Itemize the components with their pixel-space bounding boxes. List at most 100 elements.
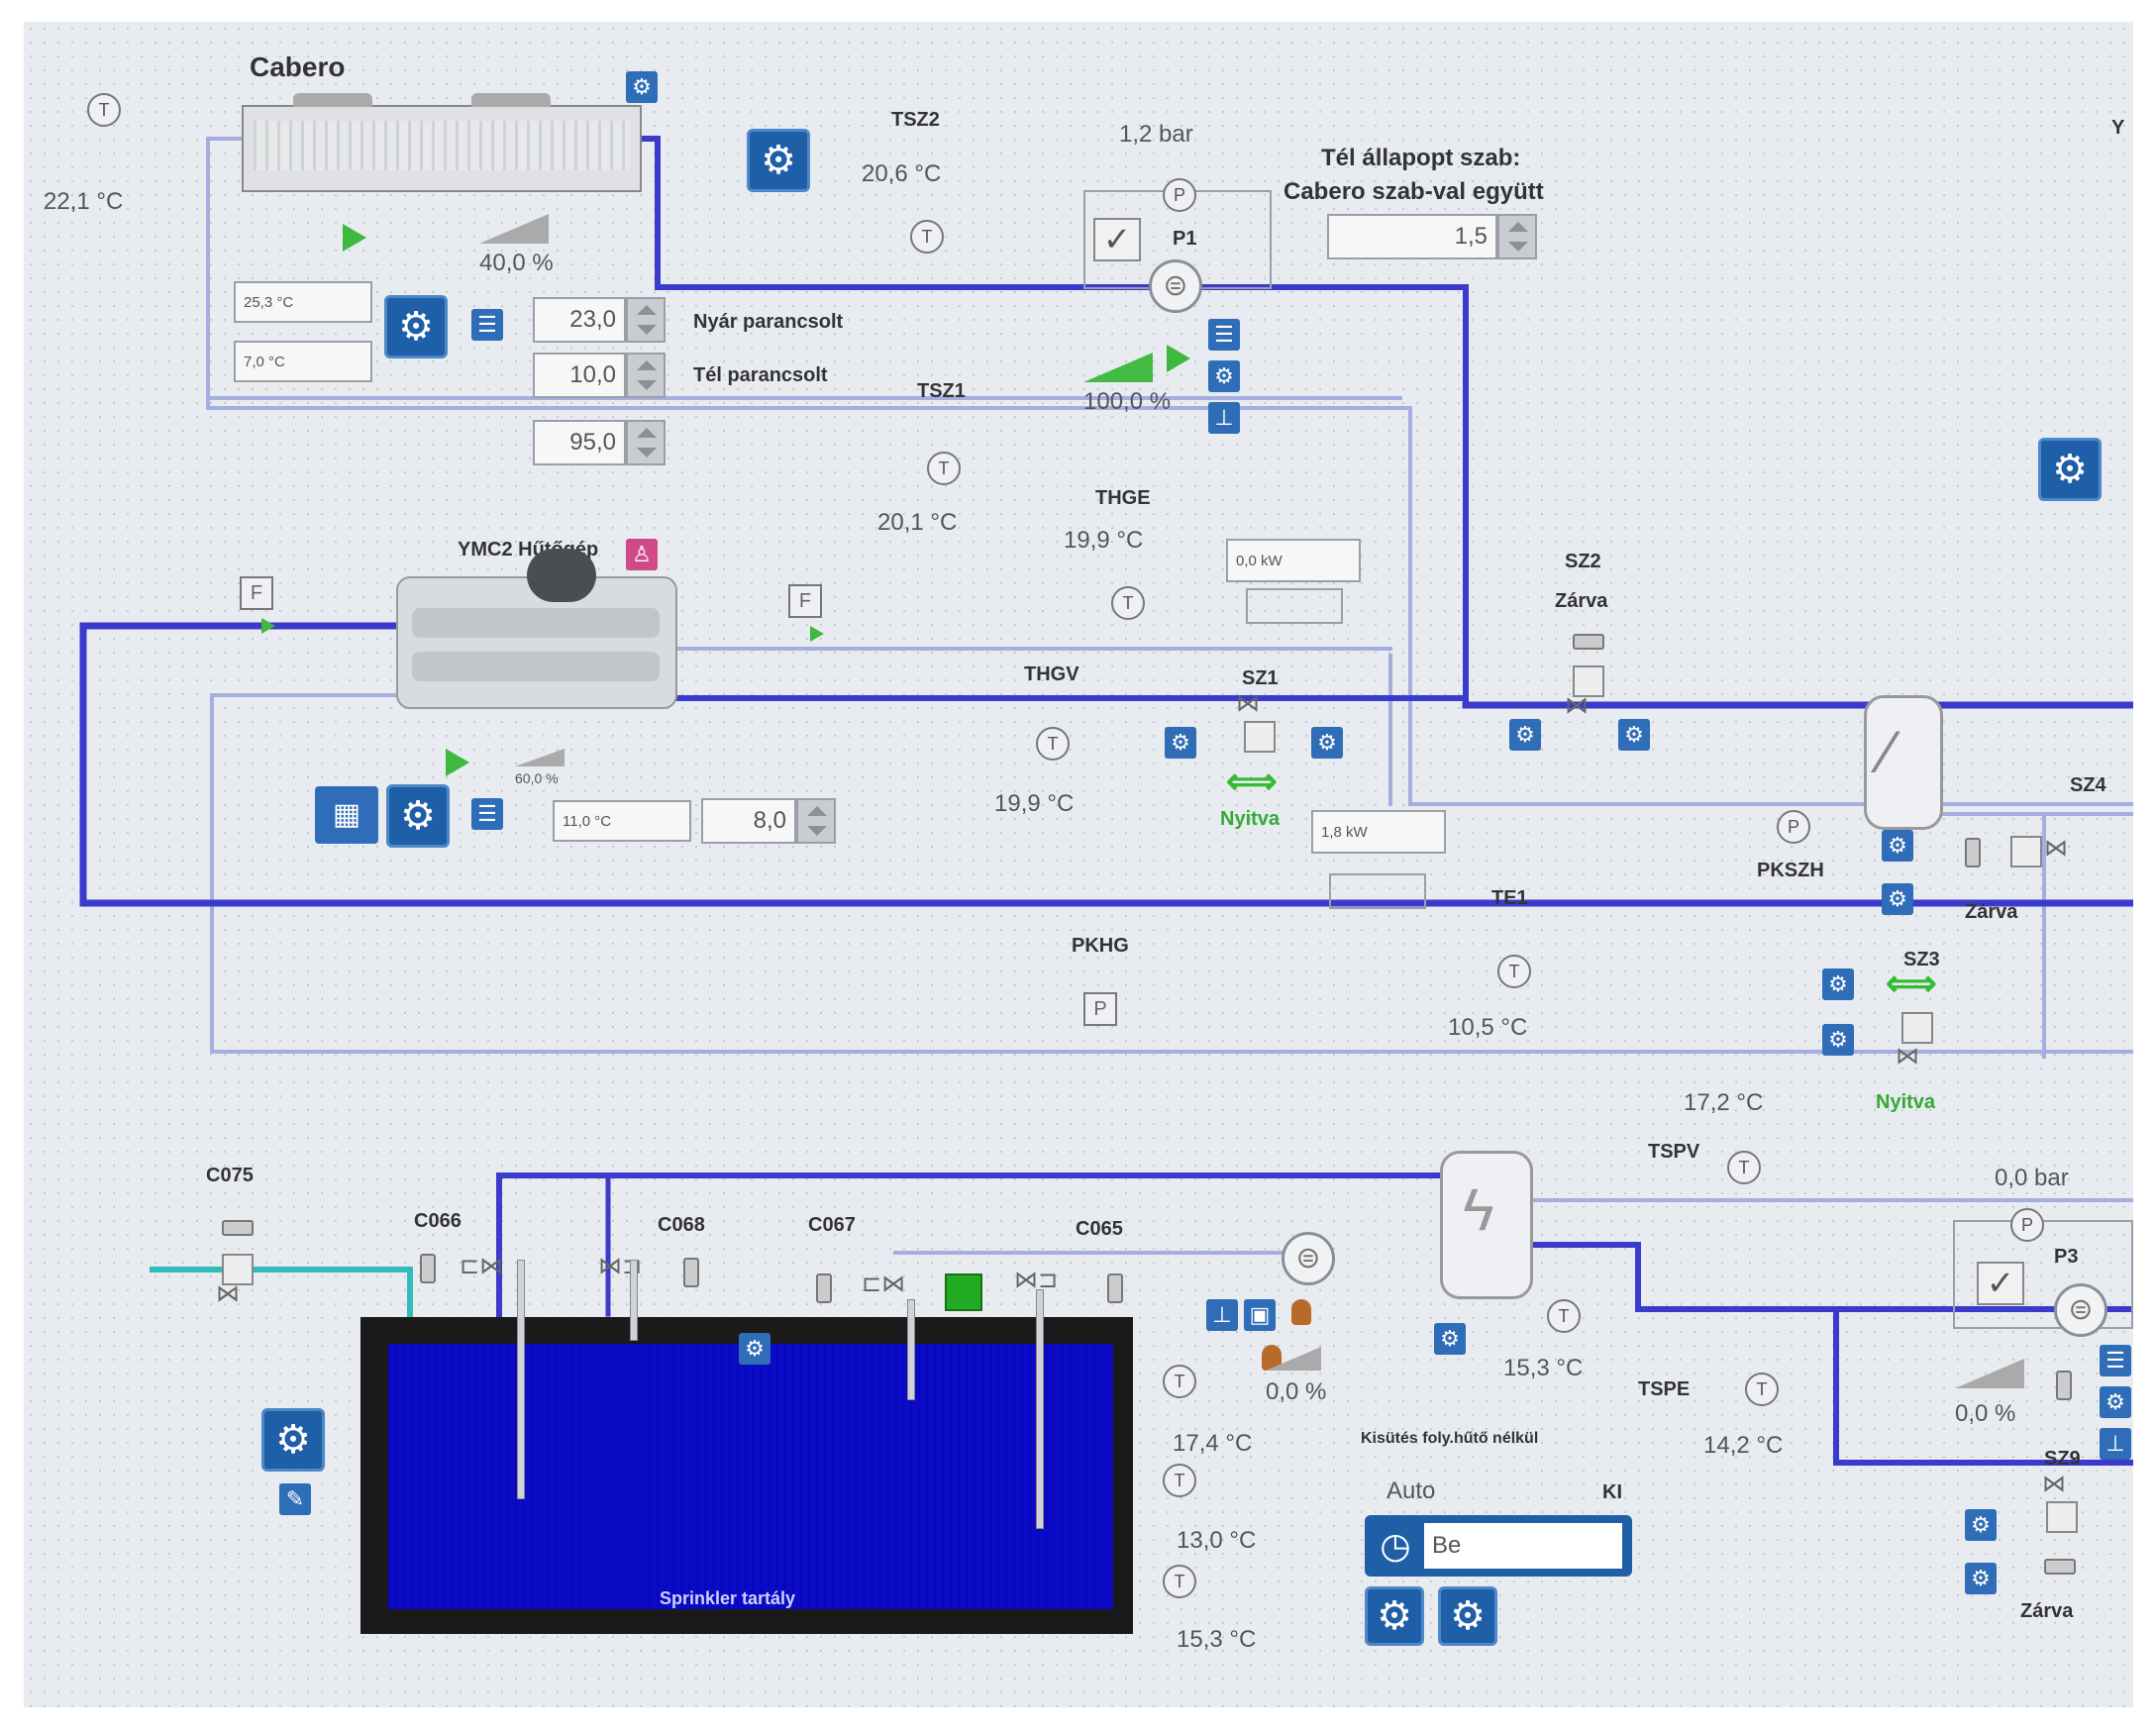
pkhg-label: PKHG xyxy=(1072,935,1129,957)
hx-link-2-icon[interactable]: ⚙ xyxy=(1882,883,1913,915)
sz9-link-2-icon[interactable]: ⚙ xyxy=(1965,1563,1997,1594)
c075-valve-icon[interactable]: ⋈ xyxy=(216,1280,240,1307)
c068-indicator xyxy=(683,1258,699,1287)
tsz2-thermometer-icon[interactable]: T xyxy=(910,220,944,254)
p3-link-icon[interactable]: ⚙ xyxy=(2100,1386,2131,1418)
flow-switch-2-icon[interactable]: F xyxy=(788,584,822,618)
chiller-settings-gear-icon[interactable]: ⚙ xyxy=(386,784,450,848)
p3-menu-icon[interactable]: ☰ xyxy=(2100,1345,2131,1376)
cabero-run-icon xyxy=(343,224,366,252)
sz2-valve-icon[interactable]: ⋈ xyxy=(1565,692,1589,719)
p1-run-icon xyxy=(1167,345,1190,372)
mode-settings-1-gear-icon[interactable]: ⚙ xyxy=(1365,1586,1424,1646)
nyar-setpoint-stepper[interactable] xyxy=(626,297,666,343)
sprinkler-pump-icon[interactable]: ⊜ xyxy=(1282,1232,1335,1285)
sprinkler-pump-alarm-icon xyxy=(1291,1299,1311,1325)
tsz1-thermometer-icon[interactable]: T xyxy=(927,452,961,485)
te1-thermometer-icon[interactable]: T xyxy=(1497,955,1531,988)
chiller-setpoint-field[interactable]: 8,0 xyxy=(701,798,796,844)
sz3-valve-icon[interactable]: ⋈ xyxy=(1896,1043,1919,1070)
p3-pump-icon[interactable]: ⊜ xyxy=(2054,1283,2107,1337)
p1-manual-icon[interactable]: ⊥ xyxy=(1208,402,1240,434)
mode-auto-label: Auto xyxy=(1386,1477,1436,1504)
p1-pump-icon[interactable]: ⊜ xyxy=(1149,259,1202,313)
tank-thermometer-3-icon[interactable]: T xyxy=(1163,1565,1196,1598)
p1-speed: 100,0 % xyxy=(1083,388,1172,415)
flow-switch-1-icon[interactable]: F xyxy=(240,576,273,610)
sz4-valve-icon[interactable]: ⋈ xyxy=(2044,835,2068,862)
thge-thermometer-icon[interactable]: T xyxy=(1111,586,1145,620)
cabero-settings-gear-icon[interactable]: ⚙ xyxy=(384,295,448,358)
hx-outlet-thermometer-icon[interactable]: T xyxy=(1547,1299,1581,1333)
sz2-state: Zárva xyxy=(1555,590,1608,612)
sz9-link-1-icon[interactable]: ⚙ xyxy=(1965,1509,1997,1541)
tspe-thermometer-icon[interactable]: T xyxy=(1745,1373,1779,1406)
chiller-alarm-icon[interactable]: ♙ xyxy=(626,539,658,570)
p1-link-icon[interactable]: ⚙ xyxy=(1208,360,1240,392)
winter-setting-stepper[interactable] xyxy=(1497,214,1537,259)
mode-settings-2-gear-icon[interactable]: ⚙ xyxy=(1438,1586,1497,1646)
cabero-link-icon[interactable]: ⚙ xyxy=(626,71,658,103)
c065-valve-icon[interactable]: ⋈⊐ xyxy=(1014,1267,1059,1293)
sz9-indicator xyxy=(2044,1559,2076,1575)
electric-heater-icon[interactable]: ϟ xyxy=(1440,1151,1533,1299)
sz1-link-right-icon[interactable]: ⚙ xyxy=(1311,727,1343,759)
tank-thermometer-2-icon[interactable]: T xyxy=(1163,1464,1196,1497)
tspv-thermometer-icon[interactable]: T xyxy=(1727,1151,1761,1184)
plate-heat-exchanger-icon[interactable]: ⁄ xyxy=(1864,695,1943,830)
p3-pressure-sensor-icon[interactable]: P xyxy=(2010,1208,2044,1242)
sprinkler-pump-manual-icon[interactable]: ⊥ xyxy=(1206,1299,1238,1331)
setpoint-95-stepper[interactable] xyxy=(626,420,666,465)
pkszh-pressure-sensor-icon[interactable]: P xyxy=(1777,810,1810,844)
pkhg-pressure-sensor-icon[interactable]: P xyxy=(1083,992,1117,1026)
sz2-link-right-icon[interactable]: ⚙ xyxy=(1618,719,1650,751)
power-meter-2: 1,8 kW xyxy=(1311,810,1446,854)
outdoor-thermometer-icon[interactable]: T xyxy=(87,93,121,127)
chiller-menu-icon[interactable]: ☰ xyxy=(471,798,503,830)
cabero-drycooler-unit[interactable] xyxy=(242,93,642,192)
sz9-valve-icon[interactable]: ⋈ xyxy=(2042,1471,2066,1497)
p3-manual-icon[interactable]: ⊥ xyxy=(2100,1428,2131,1460)
sz1-link-left-icon[interactable]: ⚙ xyxy=(1165,727,1196,759)
tel-setpoint-field[interactable]: 10,0 xyxy=(533,353,626,398)
sz9-actuator xyxy=(2046,1501,2078,1533)
sz1-valve-icon[interactable]: ⋈ xyxy=(1236,690,1260,717)
setpoint-95-field[interactable]: 95,0 xyxy=(533,420,626,465)
winter-setting-field[interactable]: 1,5 xyxy=(1327,214,1497,259)
p3-indicator xyxy=(2056,1371,2072,1400)
heater-link-icon[interactable]: ⚙ xyxy=(1434,1323,1466,1355)
p1-menu-icon[interactable]: ☰ xyxy=(1208,319,1240,351)
chiller-unit[interactable] xyxy=(396,549,677,709)
sz1-state: Nyitva xyxy=(1220,808,1281,830)
sz3-open-arrow-icon: ⟺ xyxy=(1886,963,1937,1003)
right-settings-gear-icon[interactable]: ⚙ xyxy=(2038,438,2102,501)
sz3-link-1-icon[interactable]: ⚙ xyxy=(1822,968,1854,1000)
p1-enable-checkbox[interactable]: ✓ xyxy=(1093,218,1141,261)
main-settings-gear-icon[interactable]: ⚙ xyxy=(747,129,810,192)
sz3-link-2-icon[interactable]: ⚙ xyxy=(1822,1024,1854,1056)
sprinkler-pump-speed: 0,0 % xyxy=(1266,1378,1327,1405)
hx-link-1-icon[interactable]: ⚙ xyxy=(1882,830,1913,862)
p1-pressure-sensor-icon[interactable]: P xyxy=(1163,178,1196,212)
sz2-indicator xyxy=(1573,634,1604,650)
tank-link-icon[interactable]: ⚙ xyxy=(739,1333,770,1365)
sprinkler-settings-gear-icon[interactable]: ⚙ xyxy=(261,1408,325,1472)
corner-label: Y xyxy=(2111,117,2125,139)
tank-thermometer-1-icon[interactable]: T xyxy=(1163,1365,1196,1398)
p3-enable-checkbox[interactable]: ✓ xyxy=(1977,1262,2024,1305)
c066-valve-icon[interactable]: ⊏⋈ xyxy=(460,1253,504,1279)
mode-selector[interactable]: ◷ Be xyxy=(1365,1515,1632,1577)
tel-setpoint-stepper[interactable] xyxy=(626,353,666,398)
chiller-setpoint-stepper[interactable] xyxy=(796,798,836,844)
cabero-menu-icon[interactable]: ☰ xyxy=(471,309,503,341)
sz9-state: Zárva xyxy=(2020,1600,2074,1622)
thgv-temp: 19,9 °C xyxy=(994,790,1075,817)
c067-valve-icon[interactable]: ⊏⋈ xyxy=(862,1271,906,1297)
chiller-table-icon[interactable]: ▦ xyxy=(315,786,378,844)
thgv-thermometer-icon[interactable]: T xyxy=(1036,727,1070,761)
c067-label: C067 xyxy=(808,1214,856,1236)
sz2-link-left-icon[interactable]: ⚙ xyxy=(1509,719,1541,751)
sprinkler-pump-screen-icon[interactable]: ▣ xyxy=(1244,1299,1276,1331)
sprinkler-edit-icon[interactable]: ✎ xyxy=(279,1483,311,1515)
nyar-setpoint-field[interactable]: 23,0 xyxy=(533,297,626,343)
